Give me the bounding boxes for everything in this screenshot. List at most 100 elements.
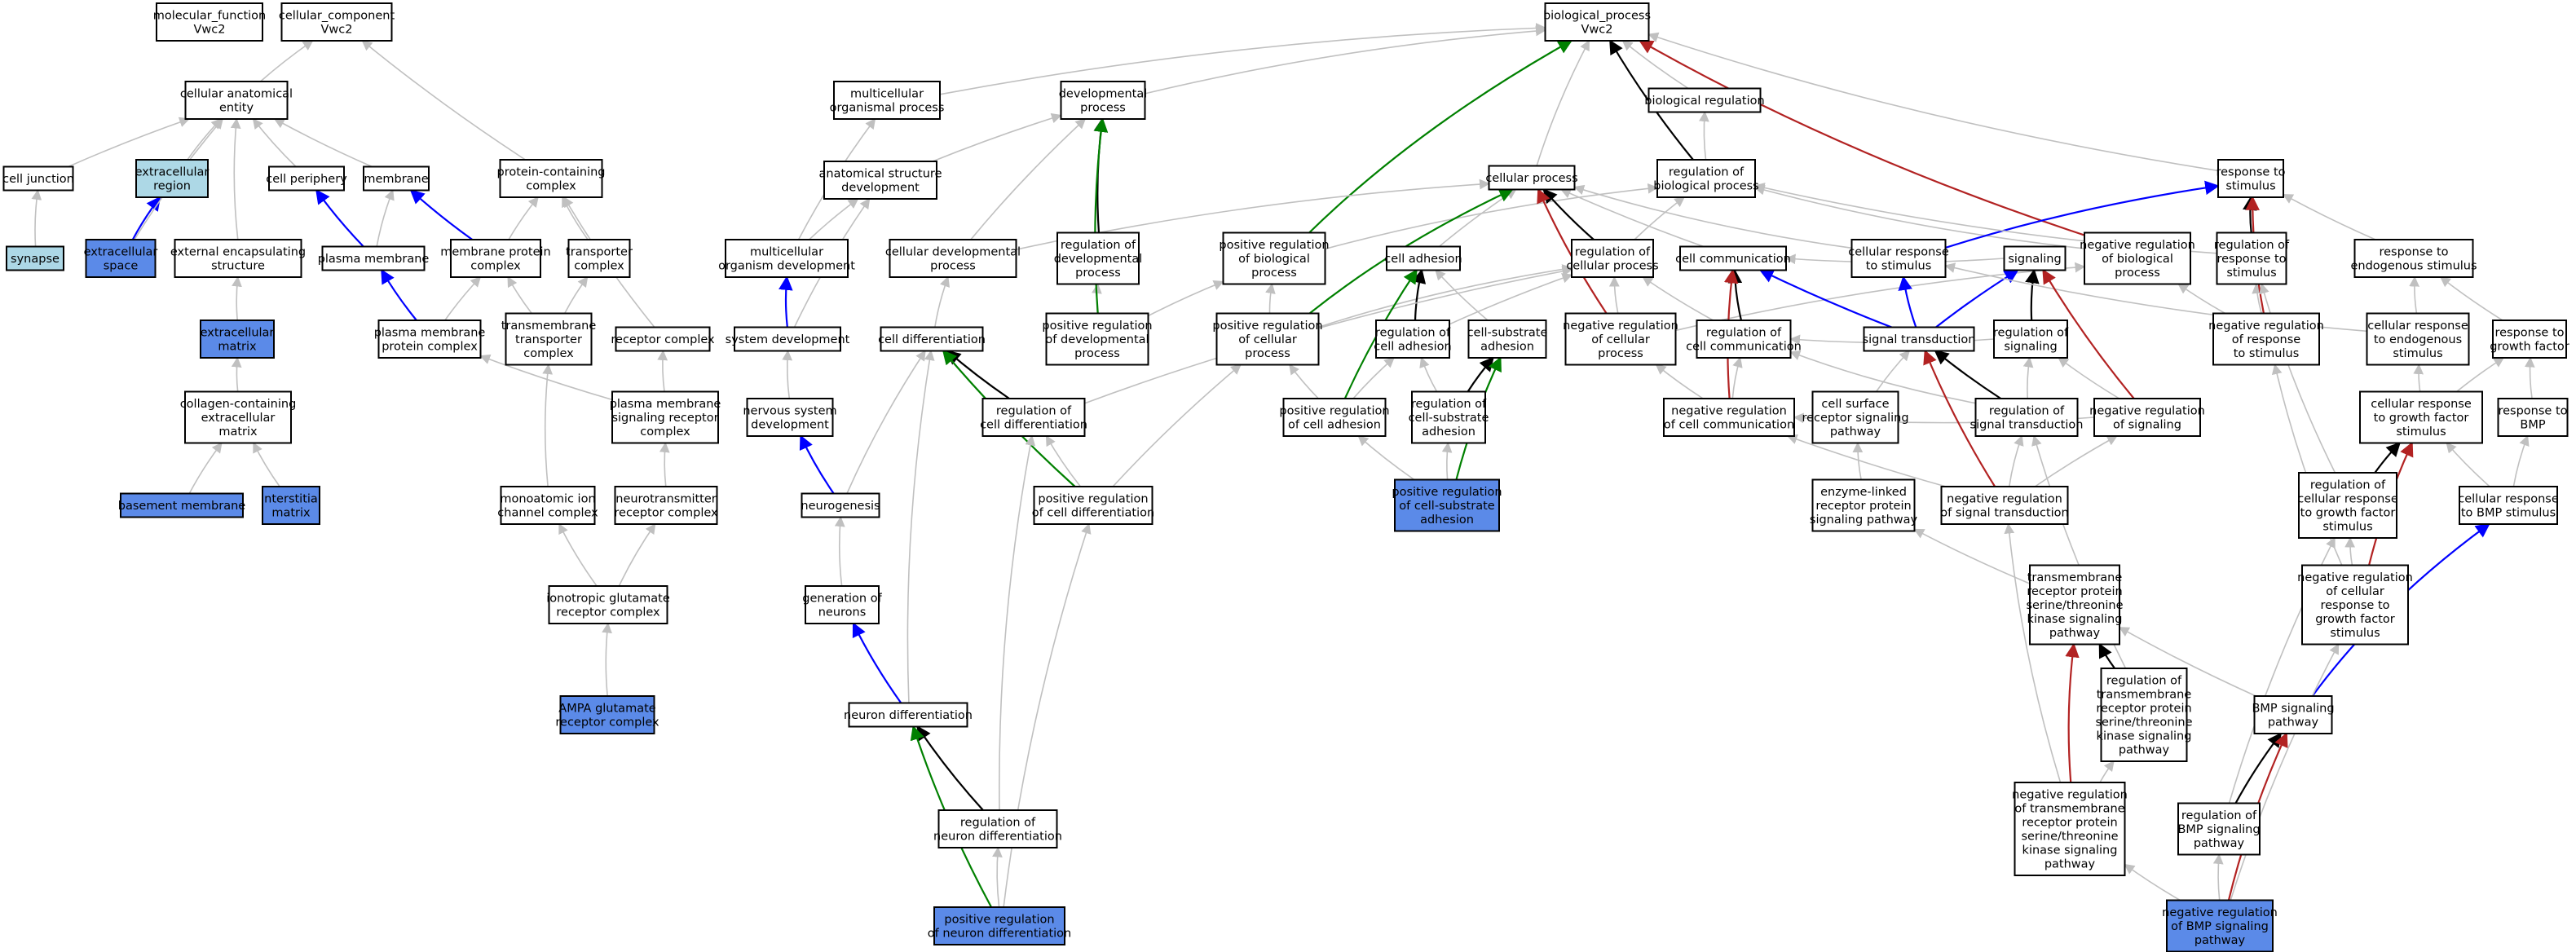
term-box (933, 906, 1065, 945)
term-node-cc2[interactable]: cell communication (1675, 245, 1791, 271)
term-box (174, 239, 302, 278)
term-node-st[interactable]: signal transduction (1863, 326, 1976, 352)
term-label-line: response to (2494, 327, 2564, 340)
edge-rbp-to-breg (1699, 111, 1709, 161)
term-node-breg[interactable]: biological regulation (1644, 87, 1765, 113)
term-node-nd[interactable]: neuron differentiation (844, 702, 973, 728)
term-node-sd[interactable]: system development (726, 326, 850, 352)
term-label-line: cellular response (2297, 493, 2398, 506)
term-node-cper[interactable]: cell periphery (266, 165, 347, 192)
term-node-cd[interactable]: cell differentiation (878, 326, 986, 352)
term-node-ng[interactable]: neurogenesis (801, 492, 880, 518)
term-node-pm[interactable]: plasma membrane (318, 245, 430, 271)
edge-cj-to-cae (68, 117, 190, 168)
term-label-line: extracellular (201, 412, 276, 425)
edge-line (230, 117, 241, 240)
term-label-line: receptor signaling (1802, 412, 1908, 425)
term-node-rc[interactable]: receptor complex (611, 326, 715, 352)
term-node-bm[interactable]: basement membrane (118, 492, 246, 518)
edge-nrbmp-to-nrtmrp (2124, 863, 2181, 901)
term-node-syn[interactable]: synapse (6, 245, 64, 271)
term-node-cp[interactable]: cellular process (1485, 165, 1578, 191)
term-node-mem[interactable]: membrane (363, 165, 430, 192)
term-node-cj[interactable]: cell junction (2, 165, 74, 192)
term-box (889, 239, 1017, 278)
term-box (505, 312, 593, 366)
term-node-ca[interactable]: cell adhesion (1384, 245, 1462, 271)
term-node-sig[interactable]: signaling (2003, 245, 2067, 271)
edge-crbmp-to-rtbmp (2512, 434, 2530, 487)
